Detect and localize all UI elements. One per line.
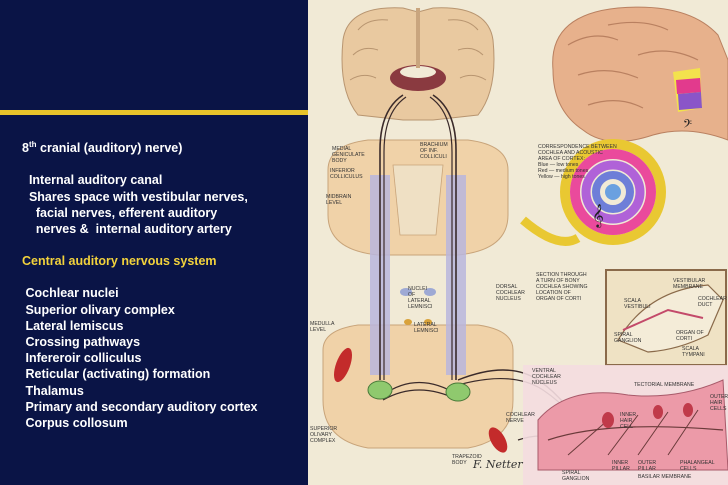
label-basilar: BASILAR MEMBRANE [638,474,692,480]
pathway-item: Corpus collosum [22,416,128,430]
pathway-item: Reticular (activating) formation [22,367,211,382]
canal-line: nerves & internal auditory artery [22,221,232,236]
title-rule [0,110,308,115]
pathway-item: Infereroir colliculus [22,351,142,366]
pathway-item: Lateral lemiscus [22,318,124,333]
pathway-item: Crossing pathways [22,334,141,349]
label-tectorial: TECTORIAL MEMBRANE [634,382,695,388]
pathway-item: Primary and secondary auditory cortex [22,399,258,414]
nerve-heading: 8th cranial (auditory) nerve) [22,140,183,156]
pathway-item: Thalamus [22,383,84,398]
central-heading: Central auditory nervous system [22,254,217,269]
bass-clef-icon: 𝄢 [683,118,692,134]
canal-line: facial nerves, efferent auditory [22,205,218,220]
treble-clef-icon: 𝄞 [592,203,604,228]
pathway-item: Superior olivary complex [22,302,175,317]
canal-line: Internal auditory canal [22,173,163,188]
text-panel: 8th cranial (auditory) nerve) Internal a… [22,137,307,431]
pathway-item: Cochlear nuclei [22,286,119,301]
canal-line: Shares space with vestibular nerves, [22,189,248,204]
artist-signature: F. Netter [472,458,523,471]
pathway-list: Cochlear nuclei Superior olivary complex… [22,285,307,431]
canal-description: Internal auditory canal Shares space wit… [22,172,307,237]
